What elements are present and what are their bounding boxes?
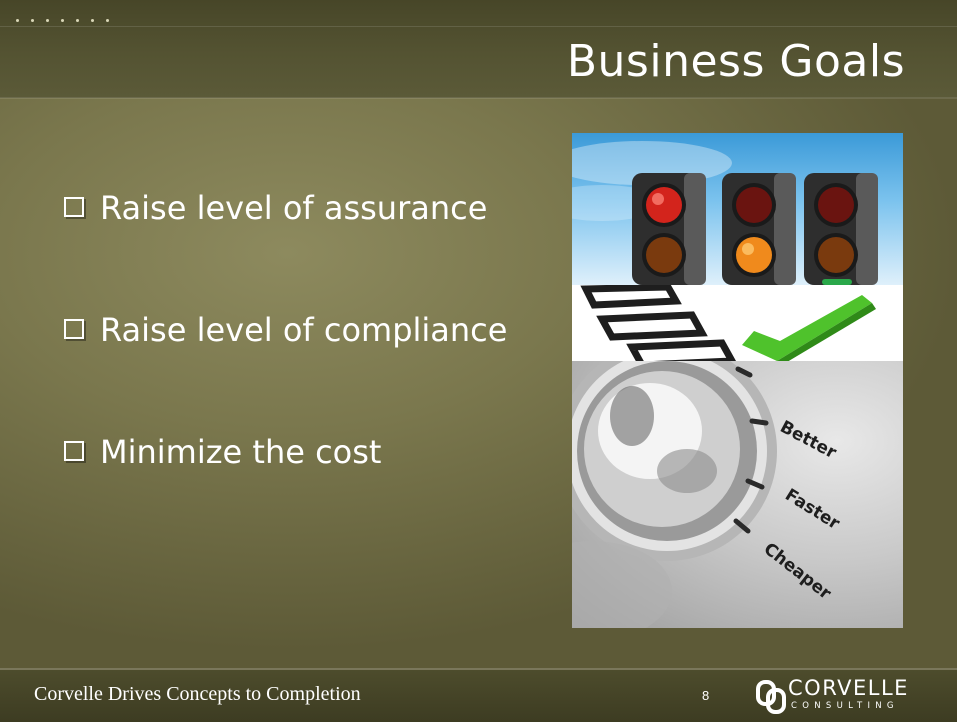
bullet-item: Raise level of assurance <box>64 188 487 228</box>
band-divider <box>0 26 957 27</box>
bullet-item: Raise level of compliance <box>64 310 507 350</box>
chain-link-icon <box>756 680 786 714</box>
traffic-lights-image <box>572 133 903 285</box>
title-band-divider <box>0 97 957 99</box>
title-band: Business Goals <box>0 0 957 98</box>
footer-divider <box>0 668 957 670</box>
checkmark-icon <box>580 285 876 361</box>
bullet-text: Raise level of compliance <box>100 311 508 349</box>
slide-title: Business Goals <box>566 36 905 87</box>
checkbox-icon <box>64 319 84 339</box>
corvelle-logo: CORVELLE CONSULTING <box>756 676 926 716</box>
logo-name: CORVELLE <box>788 676 909 700</box>
bullet-text: Raise level of assurance <box>100 189 488 227</box>
bullet-item: Minimize the cost <box>64 432 381 472</box>
image-collage: Better Faster Cheaper <box>572 133 903 628</box>
footer-tagline: Corvelle Drives Concepts to Completion <box>34 683 361 705</box>
checklist-image <box>572 285 903 361</box>
page-number: 8 <box>702 688 710 703</box>
dial-image: Better Faster Cheaper <box>572 361 903 628</box>
traffic-lights-icon <box>572 141 878 285</box>
logo-subtitle: CONSULTING <box>791 701 899 711</box>
checkbox-icon <box>64 197 84 217</box>
decorative-dots <box>16 10 136 22</box>
bullet-text: Minimize the cost <box>100 433 382 471</box>
checkbox-icon <box>64 441 84 461</box>
footer-band <box>0 670 957 722</box>
dial-knob-icon <box>572 361 777 628</box>
